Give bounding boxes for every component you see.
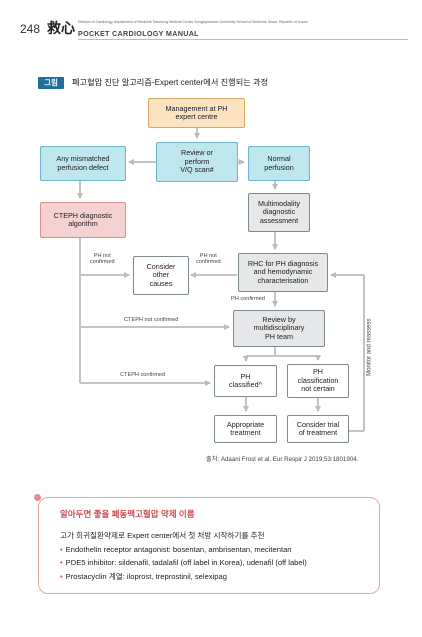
- figure-title: 폐고혈압 진단 알고리즘-Expert center에서 진행되는 과정: [72, 78, 269, 87]
- note-intro: 고가 희귀질환약제로 Expert center에서 첫 처방 시작하기를 추천: [60, 531, 265, 540]
- bullet-icon: •: [60, 558, 63, 567]
- label-cteph-confirmed: CTEPH confirmed: [120, 372, 166, 378]
- label-cteph-not-confirmed: CTEPH not confirmed: [124, 317, 179, 323]
- header-divider: [78, 39, 408, 40]
- figure-source: 출처: Adaani Frost et al. Eur Respir J 201…: [206, 456, 359, 463]
- page-number: 248: [20, 22, 41, 36]
- book-logo: 救心: [47, 21, 75, 37]
- note-bullet: •PDE5 inhibitor: sildenafil, tadalafil (…: [60, 558, 307, 567]
- bullet-icon: •: [60, 545, 63, 554]
- note-bullet: •Endothelin receptor antagonist: bosenta…: [60, 545, 292, 554]
- note-box: [38, 497, 380, 594]
- figure-tag: 그림: [38, 77, 64, 89]
- label-monitor-reassess: Monitor and reassess: [366, 318, 373, 376]
- bullet-icon: •: [60, 572, 63, 581]
- note-title: 알아두면 좋을 폐동맥고혈압 약제 이름: [60, 509, 195, 519]
- note-marker-icon: [34, 494, 41, 501]
- affiliation-text: Division of Cardiology Department of Med…: [78, 20, 308, 24]
- book-title: POCKET CARDIOLOGY MANUAL: [78, 29, 199, 38]
- note-bullet: •Prostacyclin 계열: iloprost, treprostinil…: [60, 572, 227, 581]
- label-ph-confirmed: PH confirmed: [231, 296, 265, 302]
